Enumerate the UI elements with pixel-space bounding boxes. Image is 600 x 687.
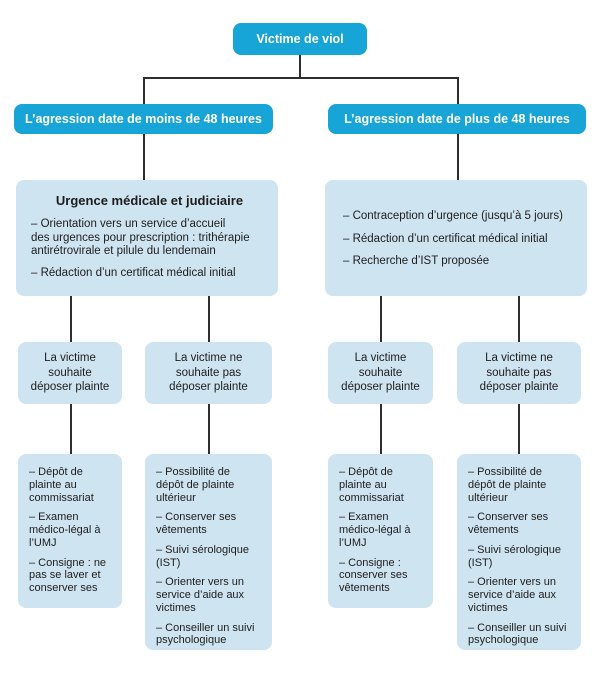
choice-box-plainte-oui-right: La victime souhaite déposer plainte: [328, 342, 433, 404]
connector-info-to-choice-3: [380, 296, 382, 342]
action-bullet: – Dépôt de plainte au commissariat: [29, 466, 94, 504]
action-bullet: – Orienter vers un service d’aide aux vi…: [156, 576, 245, 614]
action-bullet: – Dépôt de plainte au commissariat: [339, 466, 404, 504]
action-bullet: – Possibilité de dépôt de plainte ultéri…: [156, 466, 235, 504]
branch-header-moins-48h: L’agression date de moins de 48 heures: [14, 104, 273, 134]
connector-choice-to-action-3: [380, 404, 382, 454]
connector-right-header-to-info: [457, 134, 459, 180]
action-box-plainte-non-left: – Possibilité de dépôt de plainte ultéri…: [145, 454, 272, 650]
action-bullet: – Consigne : ne pas se laver et conserve…: [29, 556, 107, 595]
info-box-plus-48h: – Contraception d’urgence (jusqu’à 5 jou…: [325, 180, 587, 296]
action-box-plainte-oui-right: – Dépôt de plainte au commissariat – Exa…: [328, 454, 433, 608]
info-bullet: – Contraception d’urgence (jusqu’à 5 jou…: [343, 210, 563, 222]
connector-choice-to-action-2: [208, 404, 210, 454]
choice-box-plainte-non-left: La victime ne souhaite pas déposer plain…: [145, 342, 272, 404]
info-box-urgence-medicale: Urgence médicale et judiciaire – Orienta…: [16, 180, 278, 296]
action-box-plainte-non-right: – Possibilité de dépôt de plainte ultéri…: [457, 454, 581, 650]
action-bullet: – Suivi sérologique (IST): [156, 543, 249, 569]
connector-to-left-header: [143, 77, 145, 105]
root-node-victime-de-viol: Victime de viol: [233, 23, 367, 55]
info-box-title: Urgence médicale et judiciaire: [55, 193, 244, 208]
action-bullet: – Conseiller un suivi psychologique: [156, 621, 255, 647]
action-bullet: – Possibilité de dépôt de plainte ultéri…: [468, 466, 547, 504]
connector-choice-to-action-1: [70, 404, 72, 454]
action-bullet: – Conserver ses vêtements: [156, 511, 237, 536]
choice-box-plainte-oui-left: La victime souhaite déposer plainte: [18, 342, 122, 404]
connector-choice-to-action-4: [518, 404, 520, 454]
branch-header-plus-48h: L’agression date de plus de 48 heures: [328, 104, 586, 134]
connector-info-to-choice-4: [518, 296, 520, 342]
action-bullet: – Examen médico-légal à l’UMJ: [29, 511, 101, 549]
info-bullet: – Rédaction d’un certificat médical init…: [31, 267, 236, 280]
connector-info-to-choice-1: [70, 296, 72, 342]
action-bullet: – Conserver ses vêtements: [468, 511, 549, 536]
choice-box-plainte-non-right: La victime ne souhaite pas déposer plain…: [457, 342, 581, 404]
connector-root-horizontal: [143, 77, 458, 79]
info-bullet: – Orientation vers un service d’accueil …: [31, 218, 250, 258]
action-bullet: – Examen médico-légal à l’UMJ: [339, 511, 411, 549]
connector-to-right-header: [457, 77, 459, 105]
info-bullet: – Recherche d’IST proposée: [343, 255, 490, 268]
action-bullet: – Consigne : conserver ses vêtements: [339, 556, 408, 595]
info-bullet: – Rédaction d’un certificat médical init…: [343, 232, 548, 245]
connector-root-vertical: [299, 55, 301, 77]
action-box-plainte-oui-left: – Dépôt de plainte au commissariat – Exa…: [18, 454, 122, 608]
action-bullet: – Orienter vers un service d’aide aux vi…: [468, 576, 557, 614]
connector-left-header-to-info: [143, 134, 145, 180]
action-bullet: – Conseiller un suivi psychologique: [468, 621, 567, 647]
connector-info-to-choice-2: [208, 296, 210, 342]
action-bullet: – Suivi sérologique (IST): [468, 543, 561, 569]
